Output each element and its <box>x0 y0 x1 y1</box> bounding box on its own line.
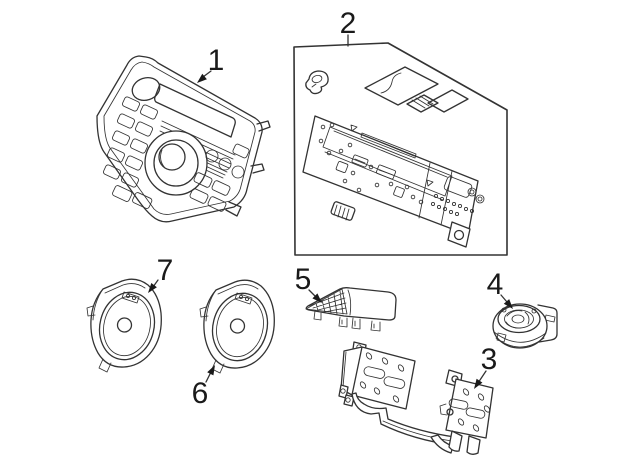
carton-outline <box>293 42 508 256</box>
callout-4-arrowhead <box>503 299 513 309</box>
callout-1-arrowhead <box>197 73 207 83</box>
chassis-bottom-tab <box>447 221 471 248</box>
callout-3-arrowhead <box>474 378 483 389</box>
pocket-lid-drawing <box>305 287 397 332</box>
chassis-perforations <box>430 187 485 217</box>
radio-inner-outline <box>103 61 256 215</box>
lid-body <box>305 287 397 321</box>
lid-clips <box>313 310 381 332</box>
chassis-rivets <box>318 122 424 205</box>
radio-volume-knob-inner-ring <box>153 139 199 187</box>
callout-7-label[interactable]: 7 <box>157 254 174 287</box>
callout-3-label[interactable]: 3 <box>481 343 498 376</box>
radio-right-buttons <box>189 143 250 212</box>
radio-knob-shading <box>160 149 166 169</box>
callout-7[interactable]: 7 <box>148 254 173 293</box>
tweeter-drawing <box>492 303 558 349</box>
callout-6-label[interactable]: 6 <box>192 377 209 410</box>
callout-4-leader <box>500 294 508 303</box>
callout-5[interactable]: 5 <box>295 263 322 303</box>
callout-2[interactable]: 2 <box>340 7 357 47</box>
radio-left-buttons <box>103 96 158 209</box>
callout-2-label[interactable]: 2 <box>340 7 357 40</box>
radio-head-unit-drawing <box>96 55 271 223</box>
bracket-left-holes <box>359 352 405 403</box>
connector-piece <box>330 201 356 221</box>
tuner-carton-drawing <box>293 42 508 256</box>
callout-4[interactable]: 4 <box>487 268 513 309</box>
callout-1-leader <box>202 70 212 78</box>
callout-3[interactable]: 3 <box>474 343 497 389</box>
bracket-right-holes <box>457 388 491 432</box>
radio-mounting-tabs <box>225 120 271 217</box>
callout-4-label[interactable]: 4 <box>487 268 504 301</box>
tuner-chassis-drawing <box>302 115 485 248</box>
bracket-left-plate <box>351 346 416 410</box>
radio-display <box>154 83 236 138</box>
speaker-housing <box>90 278 162 368</box>
bracket-right-drawing <box>430 369 494 455</box>
callout-6-arrowhead <box>207 365 215 376</box>
door-speaker-7-drawing <box>86 278 162 373</box>
door-speaker-6-drawing <box>199 279 276 374</box>
clip-piece <box>305 70 329 95</box>
callout-6-leader <box>205 373 211 383</box>
callout-5-arrowhead <box>312 293 322 303</box>
radio-volume-knob-cap <box>158 143 186 171</box>
callout-5-leader <box>308 289 316 297</box>
callout-1-label[interactable]: 1 <box>208 44 225 77</box>
bracket-pair-drawing <box>338 341 494 455</box>
bracket-left-drawing <box>338 341 416 410</box>
callout-5-label[interactable]: 5 <box>295 263 312 296</box>
callout-6[interactable]: 6 <box>192 365 215 410</box>
lid-hatch <box>308 290 347 315</box>
callout-7-arrowhead <box>148 283 157 293</box>
box-labels <box>364 66 469 113</box>
bracket-right-plate <box>445 378 494 439</box>
callout-1[interactable]: 1 <box>197 44 224 83</box>
